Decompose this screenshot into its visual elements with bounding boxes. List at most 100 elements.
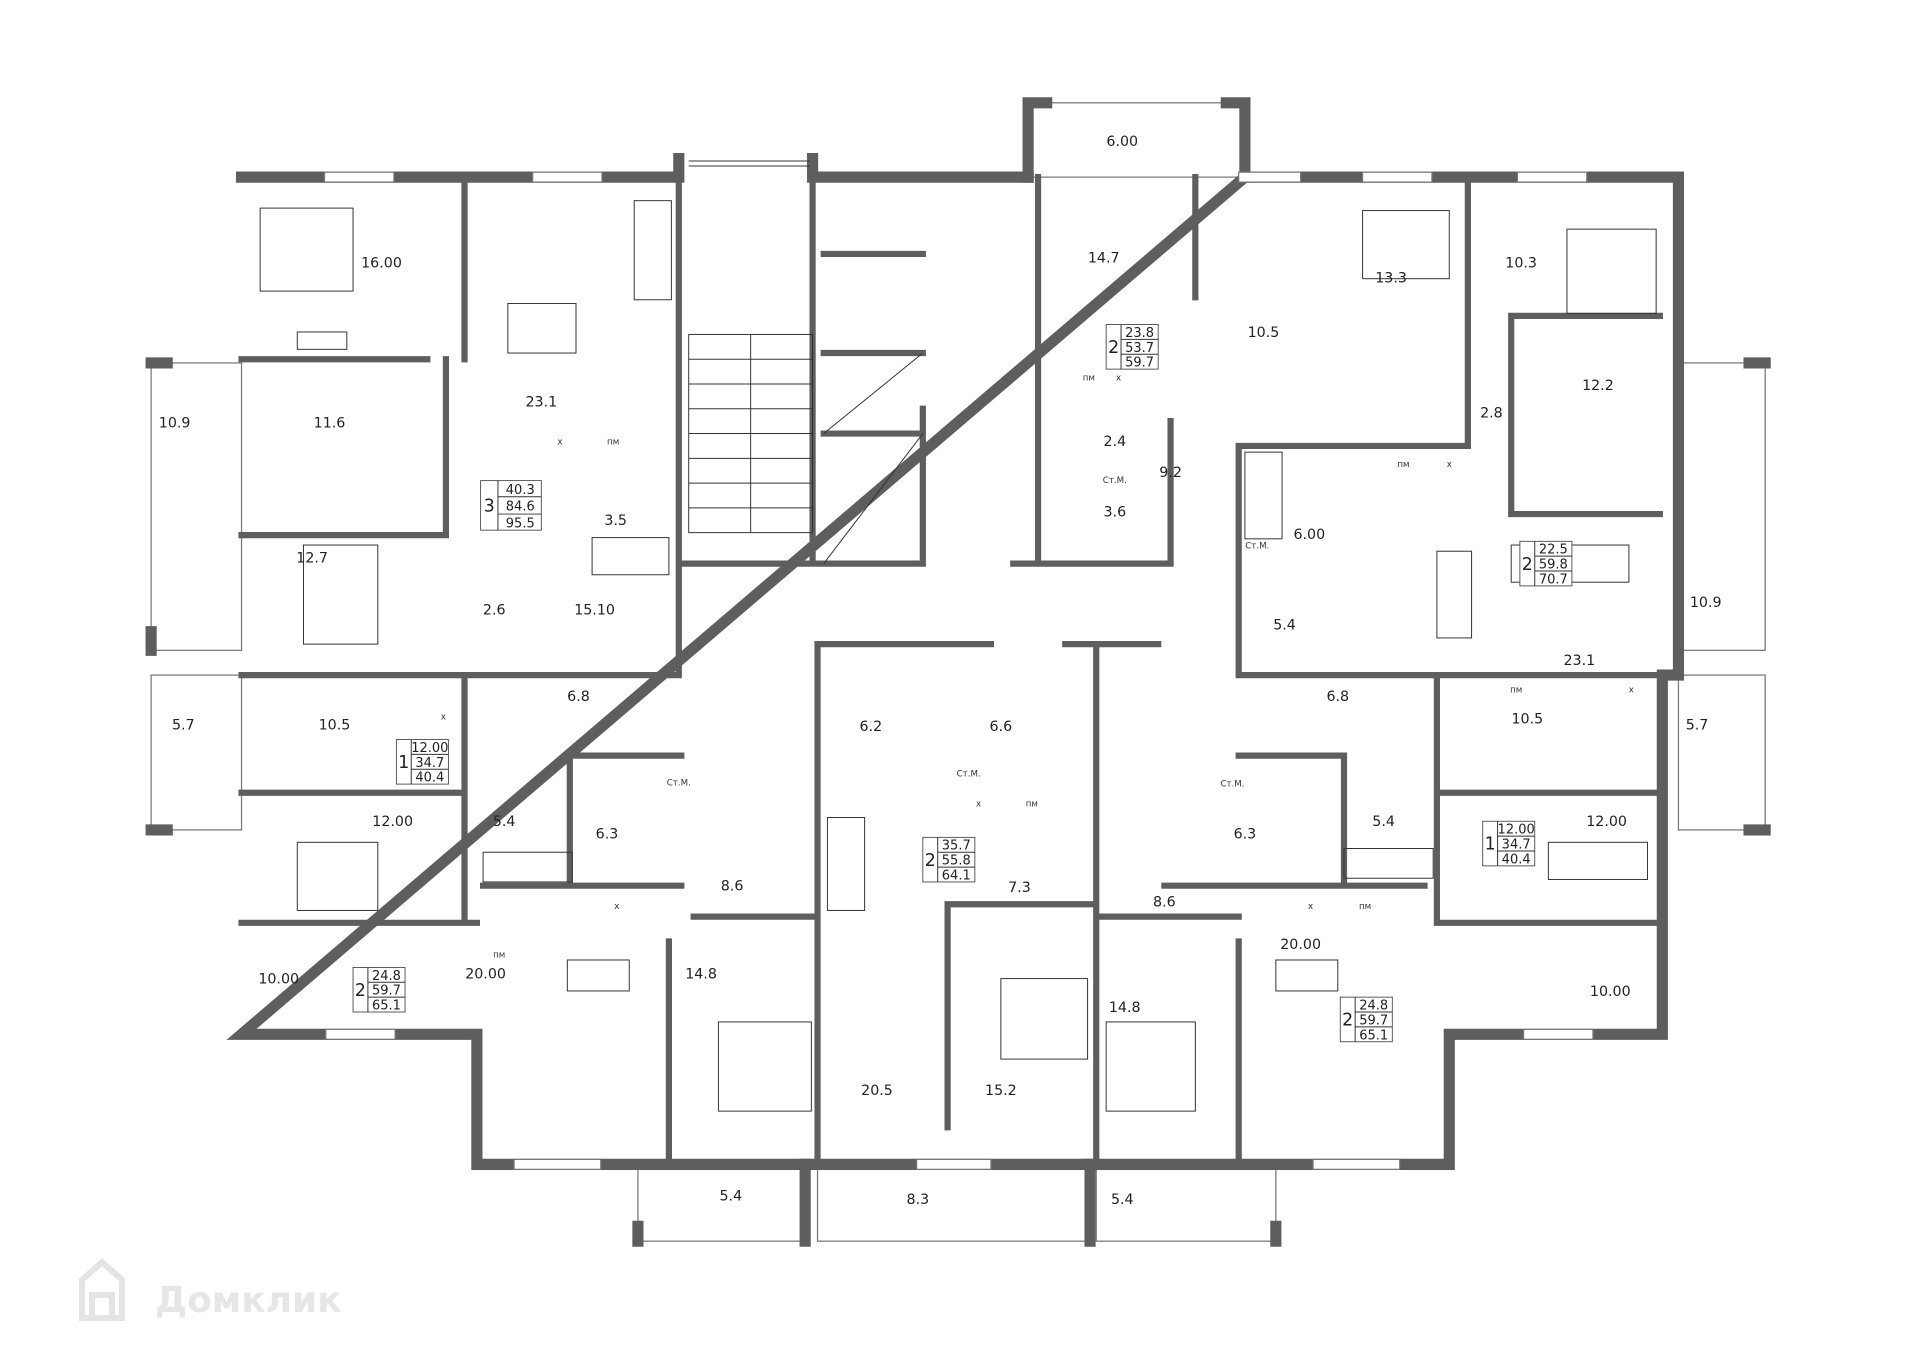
room-area: 5.4 [493, 814, 516, 830]
room-area: 2.8 [1480, 405, 1503, 421]
room-area: 12.2 [1582, 378, 1614, 394]
room-area: 2.6 [483, 602, 506, 618]
room-area: 5.4 [1372, 814, 1395, 830]
room-area: 10.5 [319, 718, 351, 734]
fixture-label: х [1308, 902, 1313, 912]
interior-walls [238, 155, 1682, 1168]
apartment-info-box: 2 35.755.864.1 [922, 836, 976, 883]
room-area: 16.00 [361, 256, 402, 272]
apartment-info-box: 2 24.859.765.1 [352, 966, 406, 1014]
room-area: 3.6 [1104, 505, 1127, 521]
apartment-total-area: 55.8 [942, 854, 971, 869]
fixture-label: пм [1359, 902, 1371, 912]
apartment-total-area: 59.7 [372, 984, 401, 999]
fixture-label: пм [1083, 373, 1095, 383]
fixture-label: х [1629, 685, 1634, 695]
apartment-total-area: 59.8 [1539, 558, 1568, 573]
apartment-living-area: 22.5 [1539, 543, 1568, 558]
apartment-info-box: 340.384.695.5 [480, 480, 542, 532]
apartment-living-area: 24.8 [372, 969, 401, 984]
apartment-living-area: 12.00 [411, 741, 448, 756]
fixture-label: пм [1026, 799, 1038, 809]
fixture-label: пм [1510, 685, 1522, 695]
apartment-total-area: 34.7 [415, 756, 444, 771]
room-area: 14.7 [1088, 251, 1120, 267]
outer-walls [226, 152, 1685, 1170]
apartment-living-area: 35.7 [942, 839, 971, 854]
room-area: 10.00 [1590, 984, 1631, 1000]
apartment-living-area: 23.8 [1125, 326, 1154, 341]
fixture-labels: х пм пм х Ст.М. пм х Ст.М. х Ст.М. х пм … [441, 373, 1634, 960]
room-area: 5.4 [1111, 1192, 1134, 1208]
room-area: 5.4 [1273, 617, 1296, 633]
apartment-total-with-balcony: 64.1 [942, 868, 971, 883]
apartment-total-area: 34.7 [1502, 838, 1531, 853]
room-area: 6.6 [990, 719, 1013, 735]
fixture-label: Ст.М. [1220, 780, 1244, 790]
room-area-labels: 16.00 23.1 11.6 12.7 2.6 15.10 3.5 10.9 … [159, 134, 1722, 1208]
furniture [259, 200, 1657, 1112]
apartment-total-with-balcony: 59.7 [1125, 356, 1154, 371]
fixture-label: пм [1397, 460, 1409, 470]
room-area: 23.1 [525, 394, 557, 410]
room-area: 10.3 [1505, 256, 1537, 272]
apartment-rooms: 2 [355, 981, 366, 1001]
fixture-label: х [1116, 373, 1121, 383]
watermark-text: Домклик [155, 1280, 342, 1321]
balconies [145, 97, 1771, 1247]
apartment-total-with-balcony: 95.5 [506, 517, 535, 532]
apartment-rooms: 2 [925, 851, 936, 871]
fixture-label: пм [493, 951, 505, 961]
apartment-total-with-balcony: 65.1 [372, 999, 401, 1014]
staircase [688, 333, 924, 564]
room-area: 6.3 [596, 827, 619, 843]
room-area: 20.00 [1280, 937, 1321, 953]
room-area: 6.2 [859, 719, 882, 735]
fixture-label: пм [607, 438, 619, 448]
apartment-rooms: 3 [484, 497, 495, 517]
room-area: 23.1 [1563, 653, 1595, 669]
room-area: 14.8 [685, 967, 717, 983]
apartment-info-box: 223.853.759.7 [1105, 324, 1159, 371]
room-area: 2.4 [1104, 434, 1127, 450]
room-area: 12.00 [372, 814, 413, 830]
room-area: 6.8 [1326, 689, 1349, 705]
room-area: 12.7 [296, 550, 328, 566]
fixture-label: Ст.М. [1245, 542, 1269, 552]
apartment-rooms: 1 [1485, 835, 1496, 855]
room-area: 20.5 [861, 1083, 893, 1099]
room-area: 5.4 [720, 1188, 743, 1204]
room-area: 12.00 [1586, 814, 1627, 830]
apartment-info-box: 224.859.765.1 [1339, 996, 1393, 1043]
room-area: 13.3 [1375, 270, 1407, 286]
apartment-total-with-balcony: 70.7 [1539, 572, 1568, 587]
apartment-total-area: 59.7 [1359, 1013, 1388, 1028]
room-area: 6.00 [1106, 134, 1138, 150]
fixture-label: Ст.М. [1103, 476, 1127, 486]
room-area: 14.8 [1109, 1000, 1141, 1016]
room-area: 20.00 [465, 967, 506, 983]
apartment-living-area: 40.3 [506, 483, 535, 498]
apartment-total-with-balcony: 40.4 [1502, 852, 1531, 867]
room-area: 10.5 [1248, 325, 1280, 341]
room-area: 3.5 [604, 513, 627, 529]
room-area: 9.2 [1159, 465, 1182, 481]
watermark: Домклик [79, 1257, 342, 1321]
room-area: 15.2 [985, 1083, 1017, 1099]
windows [323, 171, 1594, 1170]
room-area: 10.5 [1511, 711, 1543, 727]
room-area: 5.7 [1686, 718, 1709, 734]
room-area: 11.6 [314, 415, 346, 431]
apartment-total-with-balcony: 40.4 [415, 771, 444, 786]
room-area: 6.00 [1293, 527, 1325, 543]
apartment-rooms: 1 [398, 753, 409, 773]
fixture-label: Ст.М. [957, 770, 981, 780]
apartment-rooms: 2 [1522, 555, 1533, 575]
apartment-living-area: 12.00 [1498, 823, 1535, 838]
apartment-total-area: 53.7 [1125, 341, 1154, 356]
fixture-label: х [1447, 460, 1452, 470]
fixture-label: Ст.М. [667, 778, 691, 788]
fixture-label: х [557, 438, 562, 448]
